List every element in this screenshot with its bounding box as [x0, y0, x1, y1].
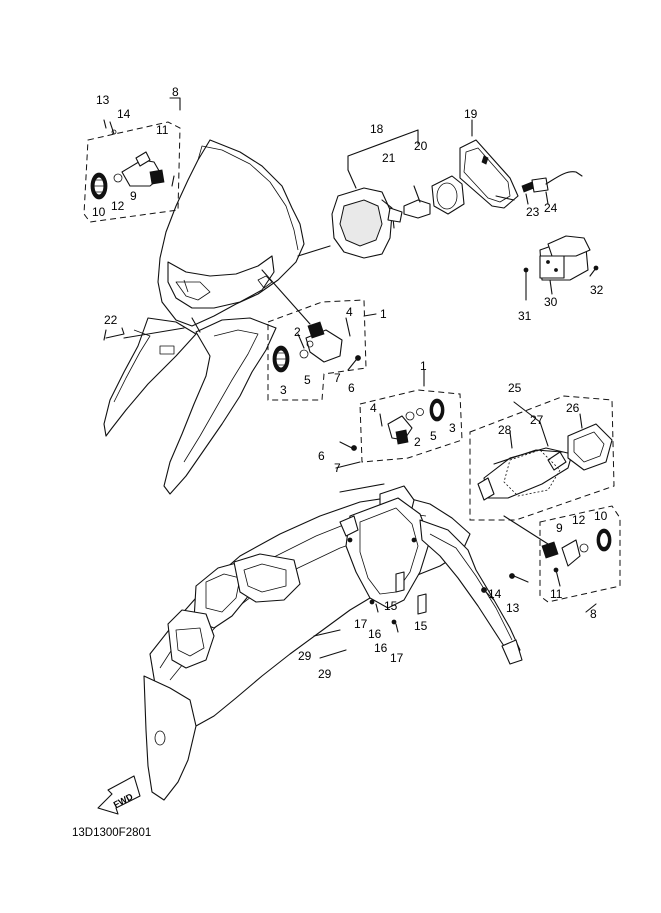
callout-32: 32 [590, 283, 604, 297]
front-right-turn-signal [261, 269, 377, 401]
callout-4-rear: 4 [370, 401, 377, 415]
callout-7-front: 7 [334, 371, 341, 385]
callout-2-rear: 2 [414, 435, 421, 449]
callout-24: 24 [544, 201, 558, 215]
callout-15-lower: 15 [414, 619, 428, 633]
callout-6-front: 6 [348, 381, 355, 395]
callout-7-rear: 7 [334, 461, 341, 475]
callout-13-rear: 13 [506, 601, 520, 615]
drawing-code: 13D1300F2801 [72, 827, 151, 839]
callout-15-upper: 15 [384, 599, 398, 613]
callout-10: 10 [92, 205, 106, 219]
callout-29-lower: 29 [318, 667, 332, 681]
callout-29-upper: 29 [298, 649, 312, 663]
callout-10-rear: 10 [594, 509, 608, 523]
callout-12-rear: 12 [572, 513, 586, 527]
callout-14-rear: 14 [488, 587, 502, 601]
forward-direction-arrow: FWD [97, 775, 141, 815]
callout-8-rear: 8 [590, 607, 597, 621]
callout-16-upper: 16 [368, 627, 382, 641]
callout-6-rear: 6 [318, 449, 325, 463]
callout-12: 12 [111, 199, 125, 213]
callout-25: 25 [508, 381, 522, 395]
callout-27: 27 [530, 413, 544, 427]
callout-11-rear: 11 [550, 587, 563, 601]
callout-16-lower: 16 [374, 641, 388, 655]
callout-1-front: 1 [380, 307, 387, 321]
callout-19: 19 [464, 107, 478, 121]
callout-22: 22 [104, 313, 118, 327]
front-cowl [103, 139, 305, 495]
callout-13: 13 [96, 93, 110, 107]
callout-4-front: 4 [346, 305, 353, 319]
rear-fender [143, 483, 523, 801]
license-light [523, 235, 599, 301]
callout-18: 18 [370, 122, 384, 136]
callout-20: 20 [414, 139, 428, 153]
callout-11: 11 [156, 123, 169, 137]
callout-14: 14 [117, 107, 131, 121]
callout-2-front: 2 [294, 325, 301, 339]
callout-28: 28 [498, 423, 512, 437]
rear-left-turn-signal [335, 369, 463, 469]
callout-3-rear: 3 [449, 421, 456, 435]
callout-31: 31 [518, 309, 532, 323]
tail-light-assembly [469, 395, 615, 521]
callout-5-rear: 5 [430, 429, 437, 443]
callout-9: 9 [130, 189, 137, 203]
callout-23: 23 [526, 205, 540, 219]
rear-right-turn-signal [503, 505, 621, 603]
callout-9-rear: 9 [556, 521, 563, 535]
callout-8: 8 [172, 85, 179, 99]
callout-5-front: 5 [304, 373, 311, 387]
front-left-turn-signal [83, 119, 181, 223]
callout-30: 30 [544, 295, 558, 309]
callout-3-front: 3 [280, 383, 287, 397]
callout-17-lower: 17 [390, 651, 404, 665]
headlight-assembly [331, 119, 583, 259]
callout-26: 26 [566, 401, 580, 415]
callout-17-upper: 17 [354, 617, 368, 631]
leader-lines [103, 97, 597, 613]
callout-21: 21 [382, 151, 396, 165]
callout-labels: 13 14 8 11 9 10 12 18 19 21 20 23 24 30 … [92, 85, 608, 681]
callout-1-rear: 1 [420, 359, 427, 373]
